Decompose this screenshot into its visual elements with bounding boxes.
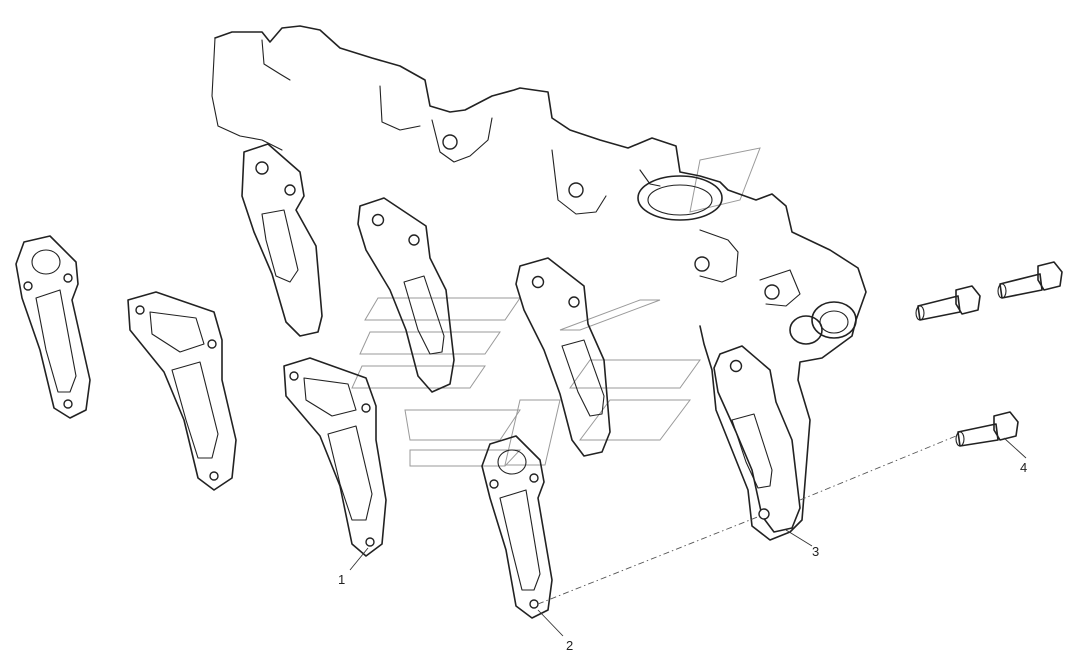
callout-3: 3 — [812, 544, 819, 559]
assembly-line — [537, 515, 761, 605]
watermark-logo — [351, 147, 761, 467]
assembly-line-bolt — [799, 435, 957, 501]
leader-4 — [1003, 437, 1027, 459]
gasket-b — [127, 291, 237, 491]
leader-3 — [785, 529, 813, 547]
leader-1 — [349, 547, 369, 571]
callout-4: 4 — [1020, 460, 1027, 475]
exhaust-manifold — [211, 25, 867, 541]
gasket-2 — [481, 435, 553, 619]
bolt-upper-right — [997, 261, 1063, 299]
gasket-1 — [283, 357, 387, 557]
callout-1: 1 — [338, 572, 345, 587]
gasket-a — [15, 235, 91, 419]
bolt-4 — [955, 411, 1019, 447]
leader-2 — [537, 609, 564, 637]
bolt-upper-left — [915, 285, 981, 321]
callout-2: 2 — [566, 638, 573, 653]
